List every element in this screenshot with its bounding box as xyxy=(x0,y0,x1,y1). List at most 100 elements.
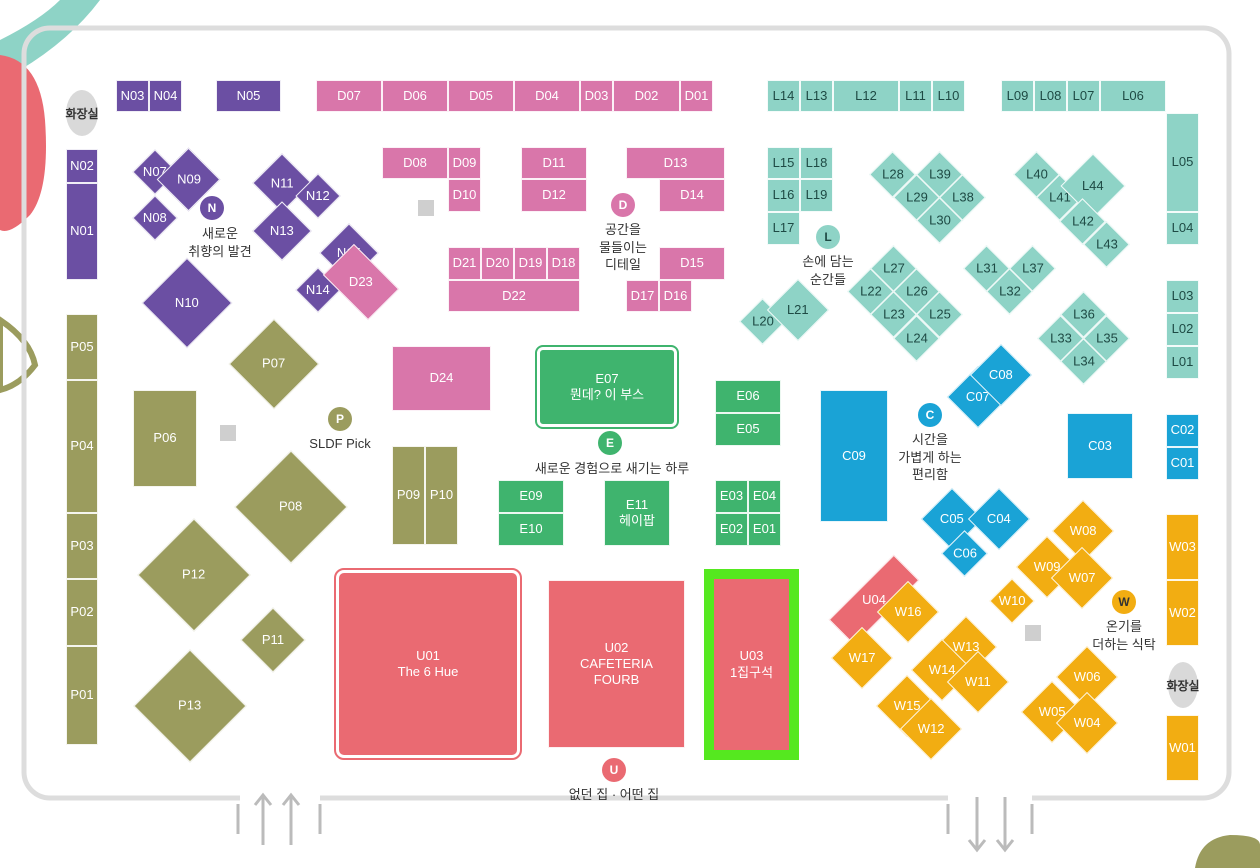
booth-P05[interactable]: P05 xyxy=(66,314,98,380)
booth-label: E06 xyxy=(736,388,760,404)
booth-N03[interactable]: N03 xyxy=(116,80,149,112)
booth-L02[interactable]: L02 xyxy=(1166,313,1199,346)
booth-D24[interactable]: D24 xyxy=(392,346,491,411)
booth-D01[interactable]: D01 xyxy=(680,80,713,112)
booth-label: W16 xyxy=(894,603,922,619)
booth-E06[interactable]: E06 xyxy=(715,380,781,413)
booth-W03[interactable]: W03 xyxy=(1166,514,1199,580)
booth-label: E04 xyxy=(752,488,777,504)
booth-L16[interactable]: L16 xyxy=(767,179,800,212)
booth-P03[interactable]: P03 xyxy=(66,513,98,579)
booth-L04[interactable]: L04 xyxy=(1166,212,1199,245)
booth-E09[interactable]: E09 xyxy=(498,480,564,513)
booth-L17[interactable]: L17 xyxy=(767,212,800,245)
booth-D14[interactable]: D14 xyxy=(659,179,725,212)
booth-label: N02 xyxy=(70,157,94,173)
booth-D09[interactable]: D09 xyxy=(448,147,481,179)
booth-L12[interactable]: L12 xyxy=(833,80,899,112)
booth-D13[interactable]: D13 xyxy=(626,147,725,179)
booth-P01[interactable]: P01 xyxy=(66,646,98,745)
booth-W01[interactable]: W01 xyxy=(1166,715,1199,781)
booth-D18[interactable]: D18 xyxy=(547,247,580,280)
booth-L19[interactable]: L19 xyxy=(800,179,833,212)
booth-N04[interactable]: N04 xyxy=(149,80,182,112)
booth-L07[interactable]: L07 xyxy=(1067,80,1100,112)
booth-label: L33 xyxy=(1049,330,1072,346)
booth-E02[interactable]: E02 xyxy=(715,513,748,546)
zone-badge-U: U xyxy=(602,758,626,782)
booth-P09[interactable]: P09 xyxy=(392,446,425,545)
restroom-left[interactable]: 화장실 xyxy=(65,90,99,136)
booth-E04[interactable]: E04 xyxy=(748,480,781,513)
booth-D20[interactable]: D20 xyxy=(481,247,514,280)
booth-L01[interactable]: L01 xyxy=(1166,346,1199,379)
booth-E01[interactable]: E01 xyxy=(748,513,781,546)
booth-L18[interactable]: L18 xyxy=(800,147,833,179)
booth-label: P03 xyxy=(70,537,94,553)
restroom-label: 화장실 xyxy=(1166,678,1200,693)
booth-D17[interactable]: D17 xyxy=(626,280,659,312)
booth-D06[interactable]: D06 xyxy=(382,80,448,112)
booth-E10[interactable]: E10 xyxy=(498,513,564,546)
booth-L09[interactable]: L09 xyxy=(1001,80,1034,112)
booth-D15[interactable]: D15 xyxy=(659,247,725,280)
booth-L05[interactable]: L05 xyxy=(1166,113,1199,212)
booth-P06[interactable]: P06 xyxy=(133,390,197,487)
booth-E05[interactable]: E05 xyxy=(715,413,781,446)
booth-D04[interactable]: D04 xyxy=(514,80,580,112)
booth-label: D17 xyxy=(630,287,655,303)
booth-D10[interactable]: D10 xyxy=(448,179,481,212)
booth-D12[interactable]: D12 xyxy=(521,179,587,212)
booth-D07[interactable]: D07 xyxy=(316,80,382,112)
booth-W02[interactable]: W02 xyxy=(1166,580,1199,646)
booth-label: L16 xyxy=(772,187,795,203)
booth-D19[interactable]: D19 xyxy=(514,247,547,280)
booth-label: L37 xyxy=(1021,260,1044,276)
booth-L14[interactable]: L14 xyxy=(767,80,800,112)
booth-label: P10 xyxy=(429,487,454,503)
booth-L03[interactable]: L03 xyxy=(1166,280,1199,313)
booth-D03[interactable]: D03 xyxy=(580,80,613,112)
booth-label: L26 xyxy=(905,283,928,299)
booth-P02[interactable]: P02 xyxy=(66,579,98,646)
booth-L08[interactable]: L08 xyxy=(1034,80,1067,112)
booth-label: D14 xyxy=(680,187,704,203)
booth-L11[interactable]: L11 xyxy=(899,80,932,112)
restroom-right[interactable]: 화장실 xyxy=(1166,662,1200,708)
booth-N01[interactable]: N01 xyxy=(66,183,98,280)
booth-label: P07 xyxy=(262,355,286,371)
booth-D21[interactable]: D21 xyxy=(448,247,481,280)
booth-L06[interactable]: L06 xyxy=(1100,80,1166,112)
booth-P04[interactable]: P04 xyxy=(66,380,98,513)
booth-D22[interactable]: D22 xyxy=(448,280,580,312)
booth-label: C06 xyxy=(952,545,977,561)
booth-C02[interactable]: C02 xyxy=(1166,414,1199,447)
booth-D11[interactable]: D11 xyxy=(521,147,587,179)
booth-P10[interactable]: P10 xyxy=(425,446,458,545)
booth-N02[interactable]: N02 xyxy=(66,149,98,183)
booth-L15[interactable]: L15 xyxy=(767,147,800,179)
booth-label: W12 xyxy=(917,720,945,736)
booth-label: L22 xyxy=(859,283,882,299)
booth-C09[interactable]: C09 xyxy=(820,390,888,522)
booth-D05[interactable]: D05 xyxy=(448,80,514,112)
booth-D08[interactable]: D08 xyxy=(382,147,448,179)
booth-L13[interactable]: L13 xyxy=(800,80,833,112)
booth-C03[interactable]: C03 xyxy=(1067,413,1133,479)
booth-label: N14 xyxy=(306,281,330,297)
booth-C01[interactable]: C01 xyxy=(1166,447,1199,480)
booth-label: L12 xyxy=(855,87,877,103)
booth-E03[interactable]: E03 xyxy=(715,480,748,513)
booth-D02[interactable]: D02 xyxy=(613,80,680,112)
booth-L10[interactable]: L10 xyxy=(932,80,965,112)
booth-N05[interactable]: N05 xyxy=(216,80,281,112)
booth-label: D16 xyxy=(663,287,688,303)
booth-D16[interactable]: D16 xyxy=(659,280,692,312)
